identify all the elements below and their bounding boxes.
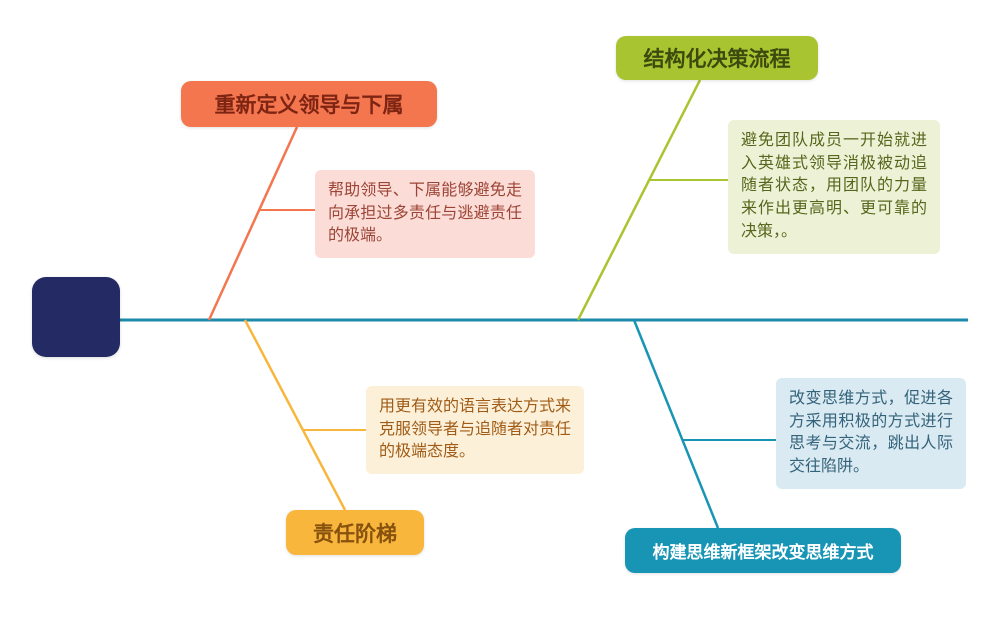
- topic-label: 构建思维新框架改变思维方式: [652, 543, 874, 562]
- topic-node-new-thinking-framework[interactable]: 构建思维新框架改变思维方式: [625, 528, 901, 573]
- branch-line-bottom-left: [243, 319, 347, 511]
- note-text: 避免团队成员一开始就进入英雄式领导消极被动追随者状态，用团队的力量来作出更高明、…: [741, 132, 927, 240]
- note-text: 改变思维方式，促进各方采用积极的方式进行思考与交流，跳出人际交往陷阱。: [789, 390, 953, 476]
- note-text: 用更有效的语言表达方式来克服领导者与追随者对责任的极端态度。: [379, 398, 572, 461]
- topic-label: 结构化决策流程: [643, 48, 791, 71]
- topic-label: 重新定义领导与下属: [214, 94, 404, 117]
- branch-line-top-right: [576, 79, 702, 321]
- note-node-change-thinking-mode[interactable]: 改变思维方式，促进各方采用积极的方式进行思考与交流，跳出人际交往陷阱。: [776, 378, 966, 489]
- branch-line-bottom-right: [632, 319, 720, 529]
- note-text: 帮助领导、下属能够避免走向承担过多责任与逃避责任的极端。: [328, 182, 522, 245]
- note-node-avoid-responsibility-extremes[interactable]: 帮助领导、下属能够避免走向承担过多责任与逃避责任的极端。: [315, 170, 535, 259]
- note-node-avoid-heroic-leadership[interactable]: 避免团队成员一开始就进入英雄式领导消极被动追随者状态，用团队的力量来作出更高明、…: [728, 120, 940, 254]
- topic-node-structured-decision-process[interactable]: 结构化决策流程: [616, 36, 818, 80]
- topic-node-redefine-leadership[interactable]: 重新定义领导与下属: [181, 81, 437, 127]
- topic-node-responsibility-ladder[interactable]: 责任阶梯: [286, 510, 424, 555]
- branch-line-top-left: [207, 126, 299, 321]
- topic-label: 责任阶梯: [313, 522, 397, 546]
- note-node-effective-language[interactable]: 用更有效的语言表达方式来克服领导者与追随者对责任的极端态度。: [366, 386, 584, 475]
- root-node[interactable]: [32, 277, 120, 357]
